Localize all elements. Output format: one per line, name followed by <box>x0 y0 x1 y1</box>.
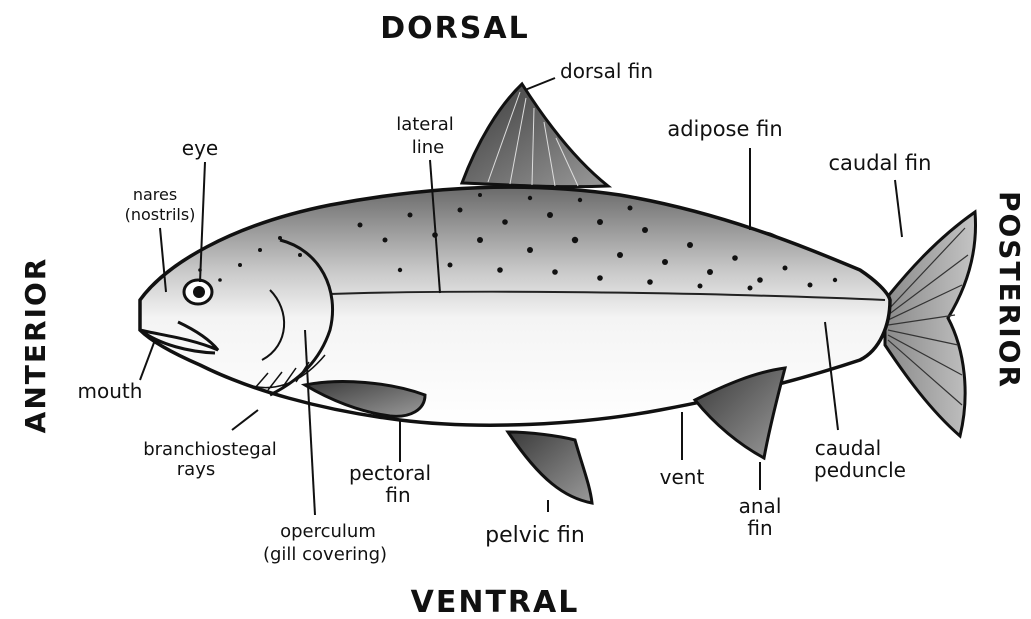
label-caudal-peduncle-2: peduncle <box>814 458 906 482</box>
label-dorsal-fin: dorsal fin <box>560 59 653 83</box>
label-caudal-peduncle-1: caudal <box>815 436 881 460</box>
label-operculum-2: (gill covering) <box>263 544 387 565</box>
label-caudal-fin: caudal fin <box>829 151 932 175</box>
label-nares-1: nares <box>133 185 177 204</box>
label-eye: eye <box>182 136 218 160</box>
label-anal-2: fin <box>747 516 772 540</box>
pelvic-fin-shape <box>508 432 592 503</box>
label-lateral-line-1: lateral <box>396 114 454 135</box>
label-anal-1: anal <box>739 494 782 518</box>
direction-anterior: ANTERIOR <box>19 257 52 434</box>
label-pectoral-2: fin <box>385 483 410 507</box>
direction-ventral: VENTRAL <box>411 585 580 619</box>
direction-posterior: POSTERIOR <box>993 191 1026 389</box>
label-nares-2: (nostrils) <box>125 205 196 224</box>
eye-shape <box>184 280 212 304</box>
label-adipose-fin: adipose fin <box>667 117 782 141</box>
label-branchiostegal-2: rays <box>177 459 215 480</box>
label-branchiostegal-1: branchiostegal <box>143 439 277 460</box>
label-pelvic-fin: pelvic fin <box>485 523 585 548</box>
label-pectoral-1: pectoral <box>349 461 431 485</box>
label-lateral-line-2: line <box>412 137 444 158</box>
label-mouth: mouth <box>78 379 143 403</box>
direction-dorsal: DORSAL <box>380 11 529 46</box>
label-vent: vent <box>660 465 705 489</box>
dorsal-fin-shape <box>462 84 608 187</box>
label-operculum-1: operculum <box>280 521 376 542</box>
caudal-fin-shape <box>885 212 976 436</box>
